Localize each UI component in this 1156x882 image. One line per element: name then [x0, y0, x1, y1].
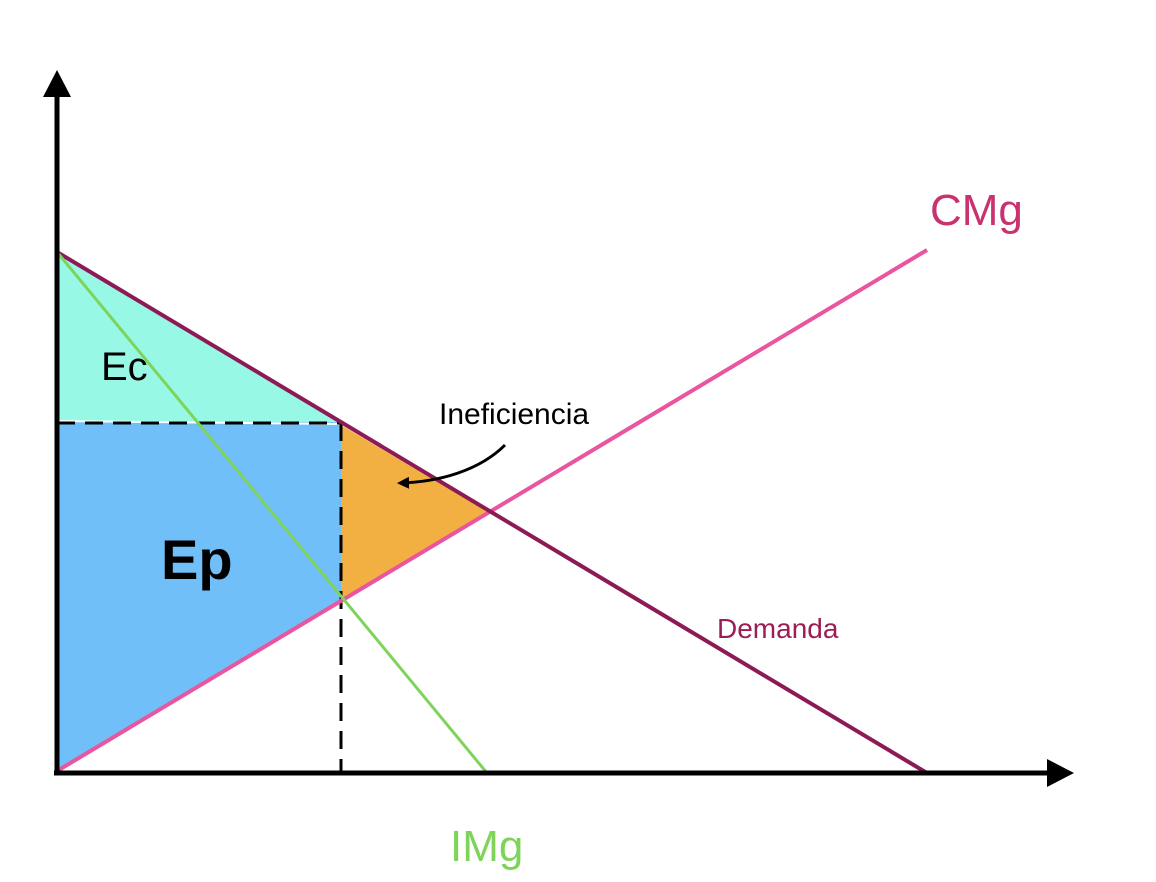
demand-label: Demanda	[717, 613, 839, 644]
marginal-revenue-label: IMg	[450, 822, 523, 871]
deadweight-loss-label: Ineficiencia	[439, 398, 589, 431]
x-axis-arrowhead	[1047, 759, 1074, 787]
y-axis-arrowhead	[43, 70, 71, 97]
marginal-revenue-curve	[55, 251, 489, 774]
marginal-cost-label: CMg	[930, 186, 1023, 235]
deadweight-loss-area	[341, 425, 488, 600]
producer-surplus-label: Ep	[161, 528, 233, 591]
inefficiency-arrow	[397, 443, 507, 489]
consumer-surplus-label: Ec	[101, 345, 148, 389]
demand-curve	[55, 250, 929, 775]
producer-surplus-area	[57, 422, 341, 771]
